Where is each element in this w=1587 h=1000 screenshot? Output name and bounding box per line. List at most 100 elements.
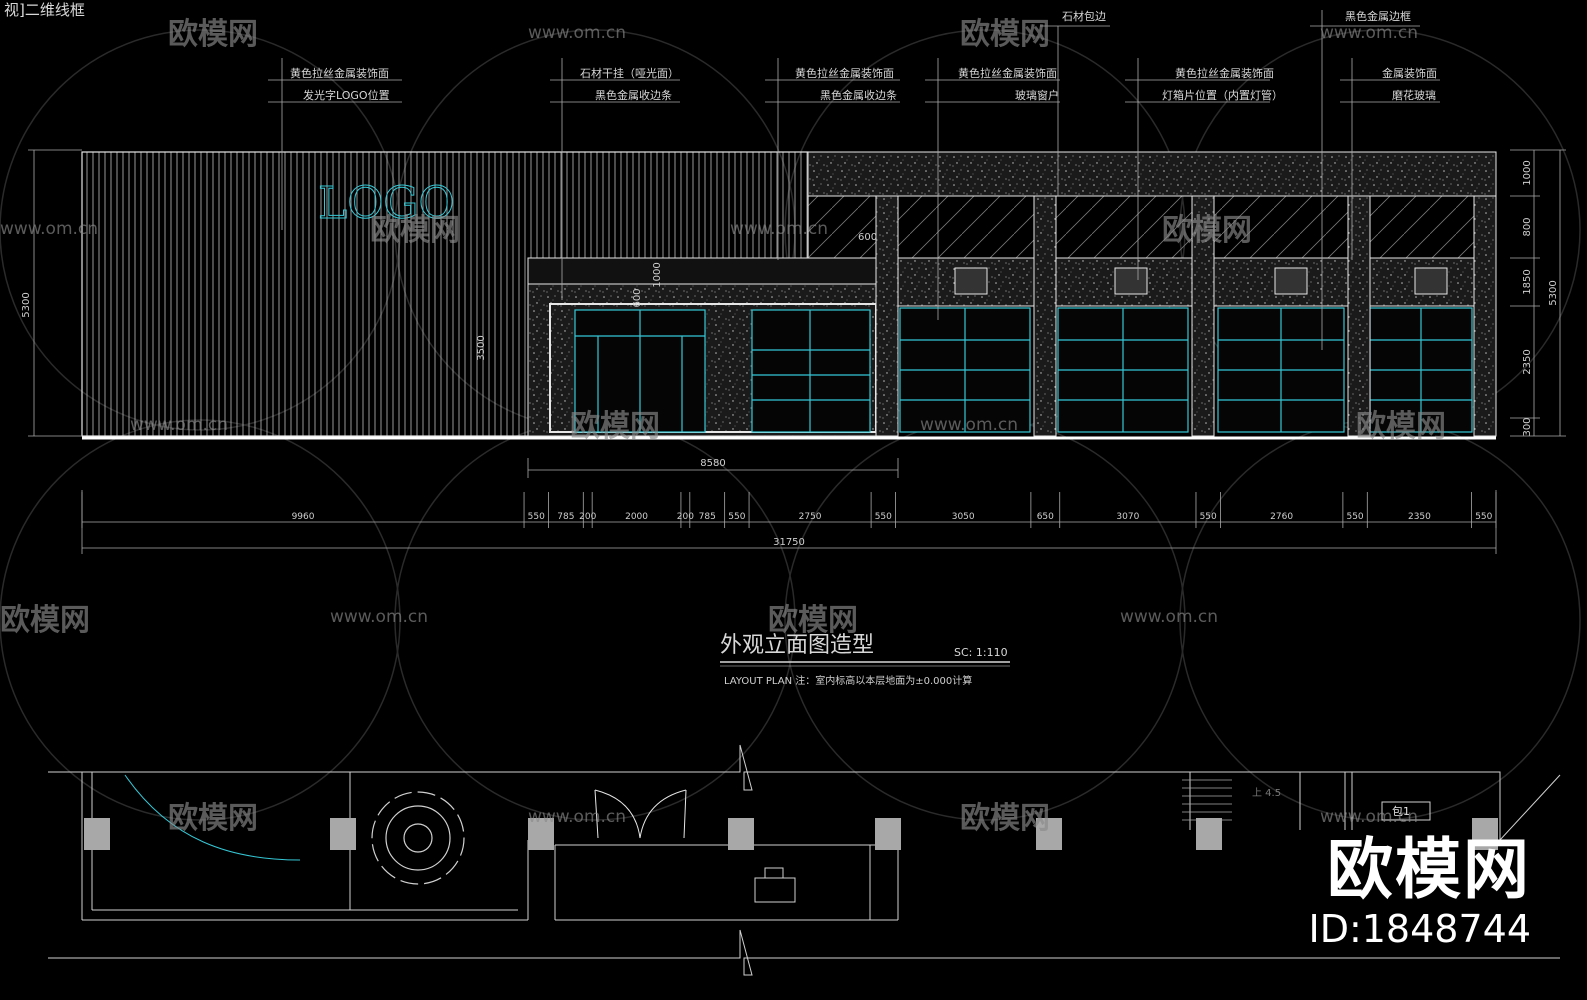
callout-leaders [268, 10, 1440, 350]
elevation-drawing: LOGO [21, 9, 1566, 554]
watermark-brand-3: 欧模网 [370, 213, 460, 248]
brand-name: 欧模网 [1327, 831, 1531, 908]
callout-3a: 黄色拉丝金属装饰面 [795, 66, 894, 80]
stone-columns [875, 195, 1497, 437]
dimension-label: 2760 [1270, 512, 1293, 522]
callout-2a: 石材干挂（哑光面） [580, 66, 679, 80]
dimension-label: 3050 [952, 512, 975, 522]
plan-stairs [1182, 779, 1232, 821]
inner-dim-canopy-1: 1000 [652, 262, 663, 287]
facade-logo: LOGO [318, 178, 455, 229]
watermark-brand-5: 欧模网 [570, 409, 660, 444]
watermark-site-8: www.om.cn [1120, 607, 1218, 627]
drawing-title: 外观立面图造型 [720, 633, 874, 658]
watermark-texts: 欧模网 欧模网 欧模网 欧模网 欧模网 欧模网 欧模网 欧模网 欧模网 欧模网 … [0, 17, 1446, 836]
total-dimension-value: 31750 [773, 537, 805, 548]
right-dim-4: 2350 [1522, 349, 1533, 374]
watermark-brand-2: 欧模网 [960, 17, 1050, 52]
plan-room-label: 包1 [1392, 805, 1410, 818]
left-dimension-value: 5300 [21, 292, 32, 317]
right-dim-1: 1000 [1522, 160, 1533, 185]
watermark-site-3: www.om.cn [0, 219, 98, 239]
facade-upper-glass [807, 195, 1497, 259]
facade-upper-band [807, 151, 1497, 197]
dimension-label: 550 [875, 512, 892, 522]
drawing-note: LAYOUT PLAN 注：室内标高以本层地面为±0.000计算 [724, 674, 972, 687]
right-dim-total: 5300 [1548, 280, 1559, 305]
inner-dimension-values: 3500 1000 600 600 [476, 232, 877, 361]
entrance-dimension [527, 458, 899, 478]
dimension-label: 550 [528, 512, 545, 522]
watermark-site-6: www.om.cn [920, 415, 1018, 435]
dimension-label: 200 [677, 512, 694, 522]
dimension-label: 550 [1346, 512, 1363, 522]
bottom-dimension-chain: 9960 550 785 200 2000 200 785 550 2750 550 3050 650… [81, 492, 1497, 528]
watermark-site-2: www.om.cn [1320, 23, 1418, 43]
watermark-site-10: www.om.cn [1320, 807, 1418, 827]
callout-2b: 黑色金属收边条 [595, 88, 672, 102]
callout-1a: 黄色拉丝金属装饰面 [290, 66, 389, 80]
entrance-window [751, 309, 871, 433]
watermark-brand-8: 欧模网 [768, 603, 858, 638]
watermark-site-7: www.om.cn [330, 607, 428, 627]
watermark-brand-9: 欧模网 [168, 801, 258, 836]
callout-labels: 黄色拉丝金属装饰面 发光字LOGO位置 石材干挂（哑光面） 黑色金属收边条 黄色… [290, 9, 1437, 102]
right-dimension-values: 1000 800 1850 2350 300 5300 [1522, 160, 1559, 436]
dimension-label: 200 [579, 512, 596, 522]
callout-5b: 灯箱片位置（内置灯管） [1162, 88, 1283, 102]
round-table-icon [371, 791, 465, 885]
callout-top-1: 石材包边 [1062, 9, 1106, 23]
entrance-door [574, 309, 706, 433]
watermark-brand-10: 欧模网 [960, 801, 1050, 836]
entrance-canopy [527, 257, 899, 285]
watermark-site-9: www.om.cn [528, 807, 626, 827]
right-dimension [1510, 149, 1566, 437]
entrance-dimension-value: 8580 [700, 458, 725, 469]
dimension-label: 550 [1475, 512, 1492, 522]
watermark-site-1: www.om.cn [528, 23, 626, 43]
callout-top-2: 黑色金属边框 [1345, 9, 1411, 23]
drawing-scale: SC: 1:110 [954, 646, 1008, 659]
plan-room-tag [1381, 801, 1431, 821]
inner-dim-door-height: 3500 [476, 335, 487, 360]
dimension-label: 2000 [625, 512, 648, 522]
floor-plan [48, 744, 1561, 976]
right-dim-2: 800 [1522, 217, 1533, 236]
dimension-label: 785 [699, 512, 716, 522]
callout-3b: 黑色金属收边条 [820, 88, 897, 102]
drawing-title-block: 外观立面图造型 SC: 1:110 LAYOUT PLAN 注：室内标高以本层地… [720, 633, 1010, 687]
watermark-site-4: www.om.cn [730, 219, 828, 239]
viewport-label[interactable]: 视]二维线框 [0, 0, 89, 20]
storefront-windows [899, 307, 1473, 433]
dimension-label: 550 [728, 512, 745, 522]
callout-4a: 黄色拉丝金属装饰面 [958, 66, 1057, 80]
inner-dim-upper: 600 [858, 232, 877, 243]
callout-1b: 发光字LOGO位置 [303, 88, 390, 102]
plan-stair-label: 上 4.5 [1252, 787, 1281, 799]
dimension-label: 3070 [1116, 512, 1139, 522]
watermark-site-5: www.om.cn [130, 415, 228, 435]
dimension-label: 785 [557, 512, 574, 522]
dimension-label: 550 [1200, 512, 1217, 522]
callout-4b: 玻璃窗户 [1015, 88, 1059, 102]
callout-5a: 黄色拉丝金属装饰面 [1175, 66, 1274, 80]
dimension-label: 2750 [799, 512, 822, 522]
right-dim-3: 1850 [1522, 269, 1533, 294]
inner-dim-canopy-2: 600 [632, 288, 643, 307]
total-dimension [81, 490, 1497, 554]
left-dimension [28, 149, 82, 437]
light-boxes [954, 267, 1448, 295]
right-dim-5: 300 [1522, 417, 1533, 436]
callout-6a: 金属装饰面 [1382, 66, 1437, 80]
watermark-brand-6: 欧模网 [1356, 409, 1446, 444]
watermark-brand-1: 欧模网 [168, 17, 258, 52]
dimension-label: 9960 [292, 512, 315, 522]
brand-id: ID:1848744 [1308, 907, 1531, 951]
callout-6b: 磨花玻璃 [1392, 88, 1436, 102]
dimension-label: 650 [1037, 512, 1054, 522]
watermark-brand-4: 欧模网 [1162, 213, 1252, 248]
watermark-brand-7: 欧模网 [0, 603, 90, 638]
dimension-label: 2350 [1408, 512, 1431, 522]
plan-columns [84, 818, 1498, 850]
